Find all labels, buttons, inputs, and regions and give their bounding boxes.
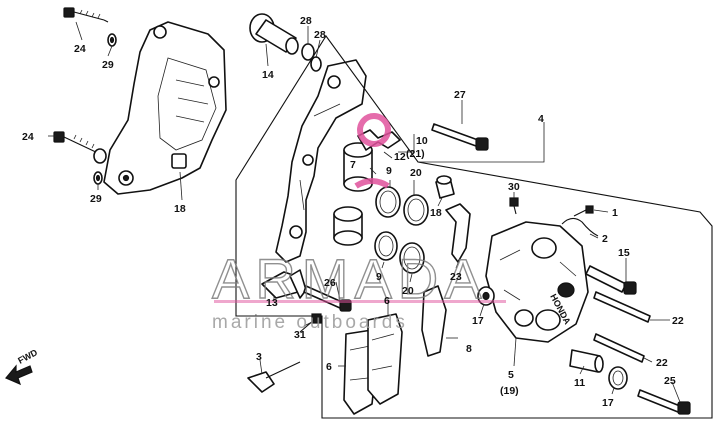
callout-26: 26 <box>324 277 336 289</box>
boot-17-lower <box>608 366 628 390</box>
callout-24-top: 24 <box>74 43 86 55</box>
callout-2: 2 <box>602 233 608 245</box>
callout-27: 27 <box>454 89 466 101</box>
callout-9-upper: 9 <box>386 165 392 177</box>
cap-18-right <box>435 175 455 199</box>
callout-20-lower: 20 <box>402 285 414 297</box>
caliper-body-right: HONDA <box>485 221 589 343</box>
bolt-27 <box>431 123 489 151</box>
fwd-label: FWD <box>16 347 39 366</box>
brake-pad-6-rear <box>367 313 403 405</box>
washer-29-left <box>93 171 103 185</box>
sleeve-11 <box>569 349 604 373</box>
assembly-outline <box>235 35 713 419</box>
washer-29-top <box>107 33 117 47</box>
bolt-25 <box>637 389 691 415</box>
callout-5: 5 <box>508 369 514 381</box>
watermark-logo-arc <box>354 178 390 189</box>
callout-18-left: 18 <box>174 203 186 215</box>
callout-12: 12 <box>394 151 406 163</box>
caliper-mount-bracket <box>275 59 367 263</box>
callout-28-a: 28 <box>300 15 312 27</box>
callout-14: 14 <box>262 69 274 81</box>
pin-14 <box>249 13 299 55</box>
callout-17-lower: 17 <box>602 397 614 409</box>
caliper-bracket-left <box>103 21 227 195</box>
callout-18-right: 18 <box>430 207 442 219</box>
fwd-arrow-icon: FWD <box>5 347 39 386</box>
callout-7: 7 <box>350 159 356 171</box>
seal-20-upper <box>403 194 429 226</box>
watermark-brand: ARMADA <box>212 247 488 310</box>
callout-29-left: 29 <box>90 193 102 205</box>
callout-21: (21) <box>406 148 425 160</box>
pin-22-lower <box>593 333 645 363</box>
seal-9-upper <box>375 186 401 218</box>
callout-28-b: 28 <box>314 29 326 41</box>
leader-lines <box>48 21 681 403</box>
pin-bolt-15 <box>585 265 637 295</box>
callout-17-top: 17 <box>472 315 484 327</box>
pad-spring-23 <box>445 203 471 263</box>
callout-9-lower: 9 <box>376 271 382 283</box>
callout-1: 1 <box>612 207 618 219</box>
callout-13: 13 <box>266 297 278 309</box>
callout-6-front: 6 <box>326 361 332 373</box>
callout-31: 31 <box>294 329 306 341</box>
bolt-24-top <box>63 7 109 23</box>
seal-9-lower <box>374 231 398 261</box>
watermark-tagline: marine outboards <box>212 312 408 333</box>
callout-25: 25 <box>664 375 676 387</box>
watermark: ARMADA marine outboards <box>211 113 506 333</box>
callout-6-rear: 6 <box>384 295 390 307</box>
callout-11: 11 <box>574 377 585 389</box>
callout-22-lower: 22 <box>656 357 668 369</box>
callout-3: 3 <box>256 351 262 363</box>
pin-22-upper <box>593 291 651 323</box>
callout-20-upper: 20 <box>410 167 422 179</box>
callout-19: (19) <box>500 385 519 397</box>
watermark-logo-ring <box>357 113 391 147</box>
bleeder-30 <box>509 197 519 215</box>
callout-labels: 24 29 24 29 18 14 28 28 27 4 10 12 (21) … <box>22 15 684 409</box>
clip-2 <box>561 217 599 237</box>
callout-4: 4 <box>538 113 544 125</box>
callout-23: 23 <box>450 271 462 283</box>
ring-28-b <box>310 56 322 72</box>
screw-1 <box>573 205 594 217</box>
callout-24-left: 24 <box>22 131 34 143</box>
callout-8: 8 <box>466 343 472 355</box>
seal-20-lower <box>399 242 425 274</box>
callout-22-upper: 22 <box>672 315 684 327</box>
pad-pin-3 <box>247 361 301 393</box>
callout-29-top: 29 <box>102 59 114 71</box>
shim-8 <box>421 285 447 357</box>
callout-15: 15 <box>618 247 630 259</box>
watermark-underline <box>214 300 506 303</box>
callout-30: 30 <box>508 181 520 193</box>
piston-lower <box>333 206 363 246</box>
callout-10: 10 <box>416 135 428 147</box>
bolt-24-left <box>53 131 107 164</box>
